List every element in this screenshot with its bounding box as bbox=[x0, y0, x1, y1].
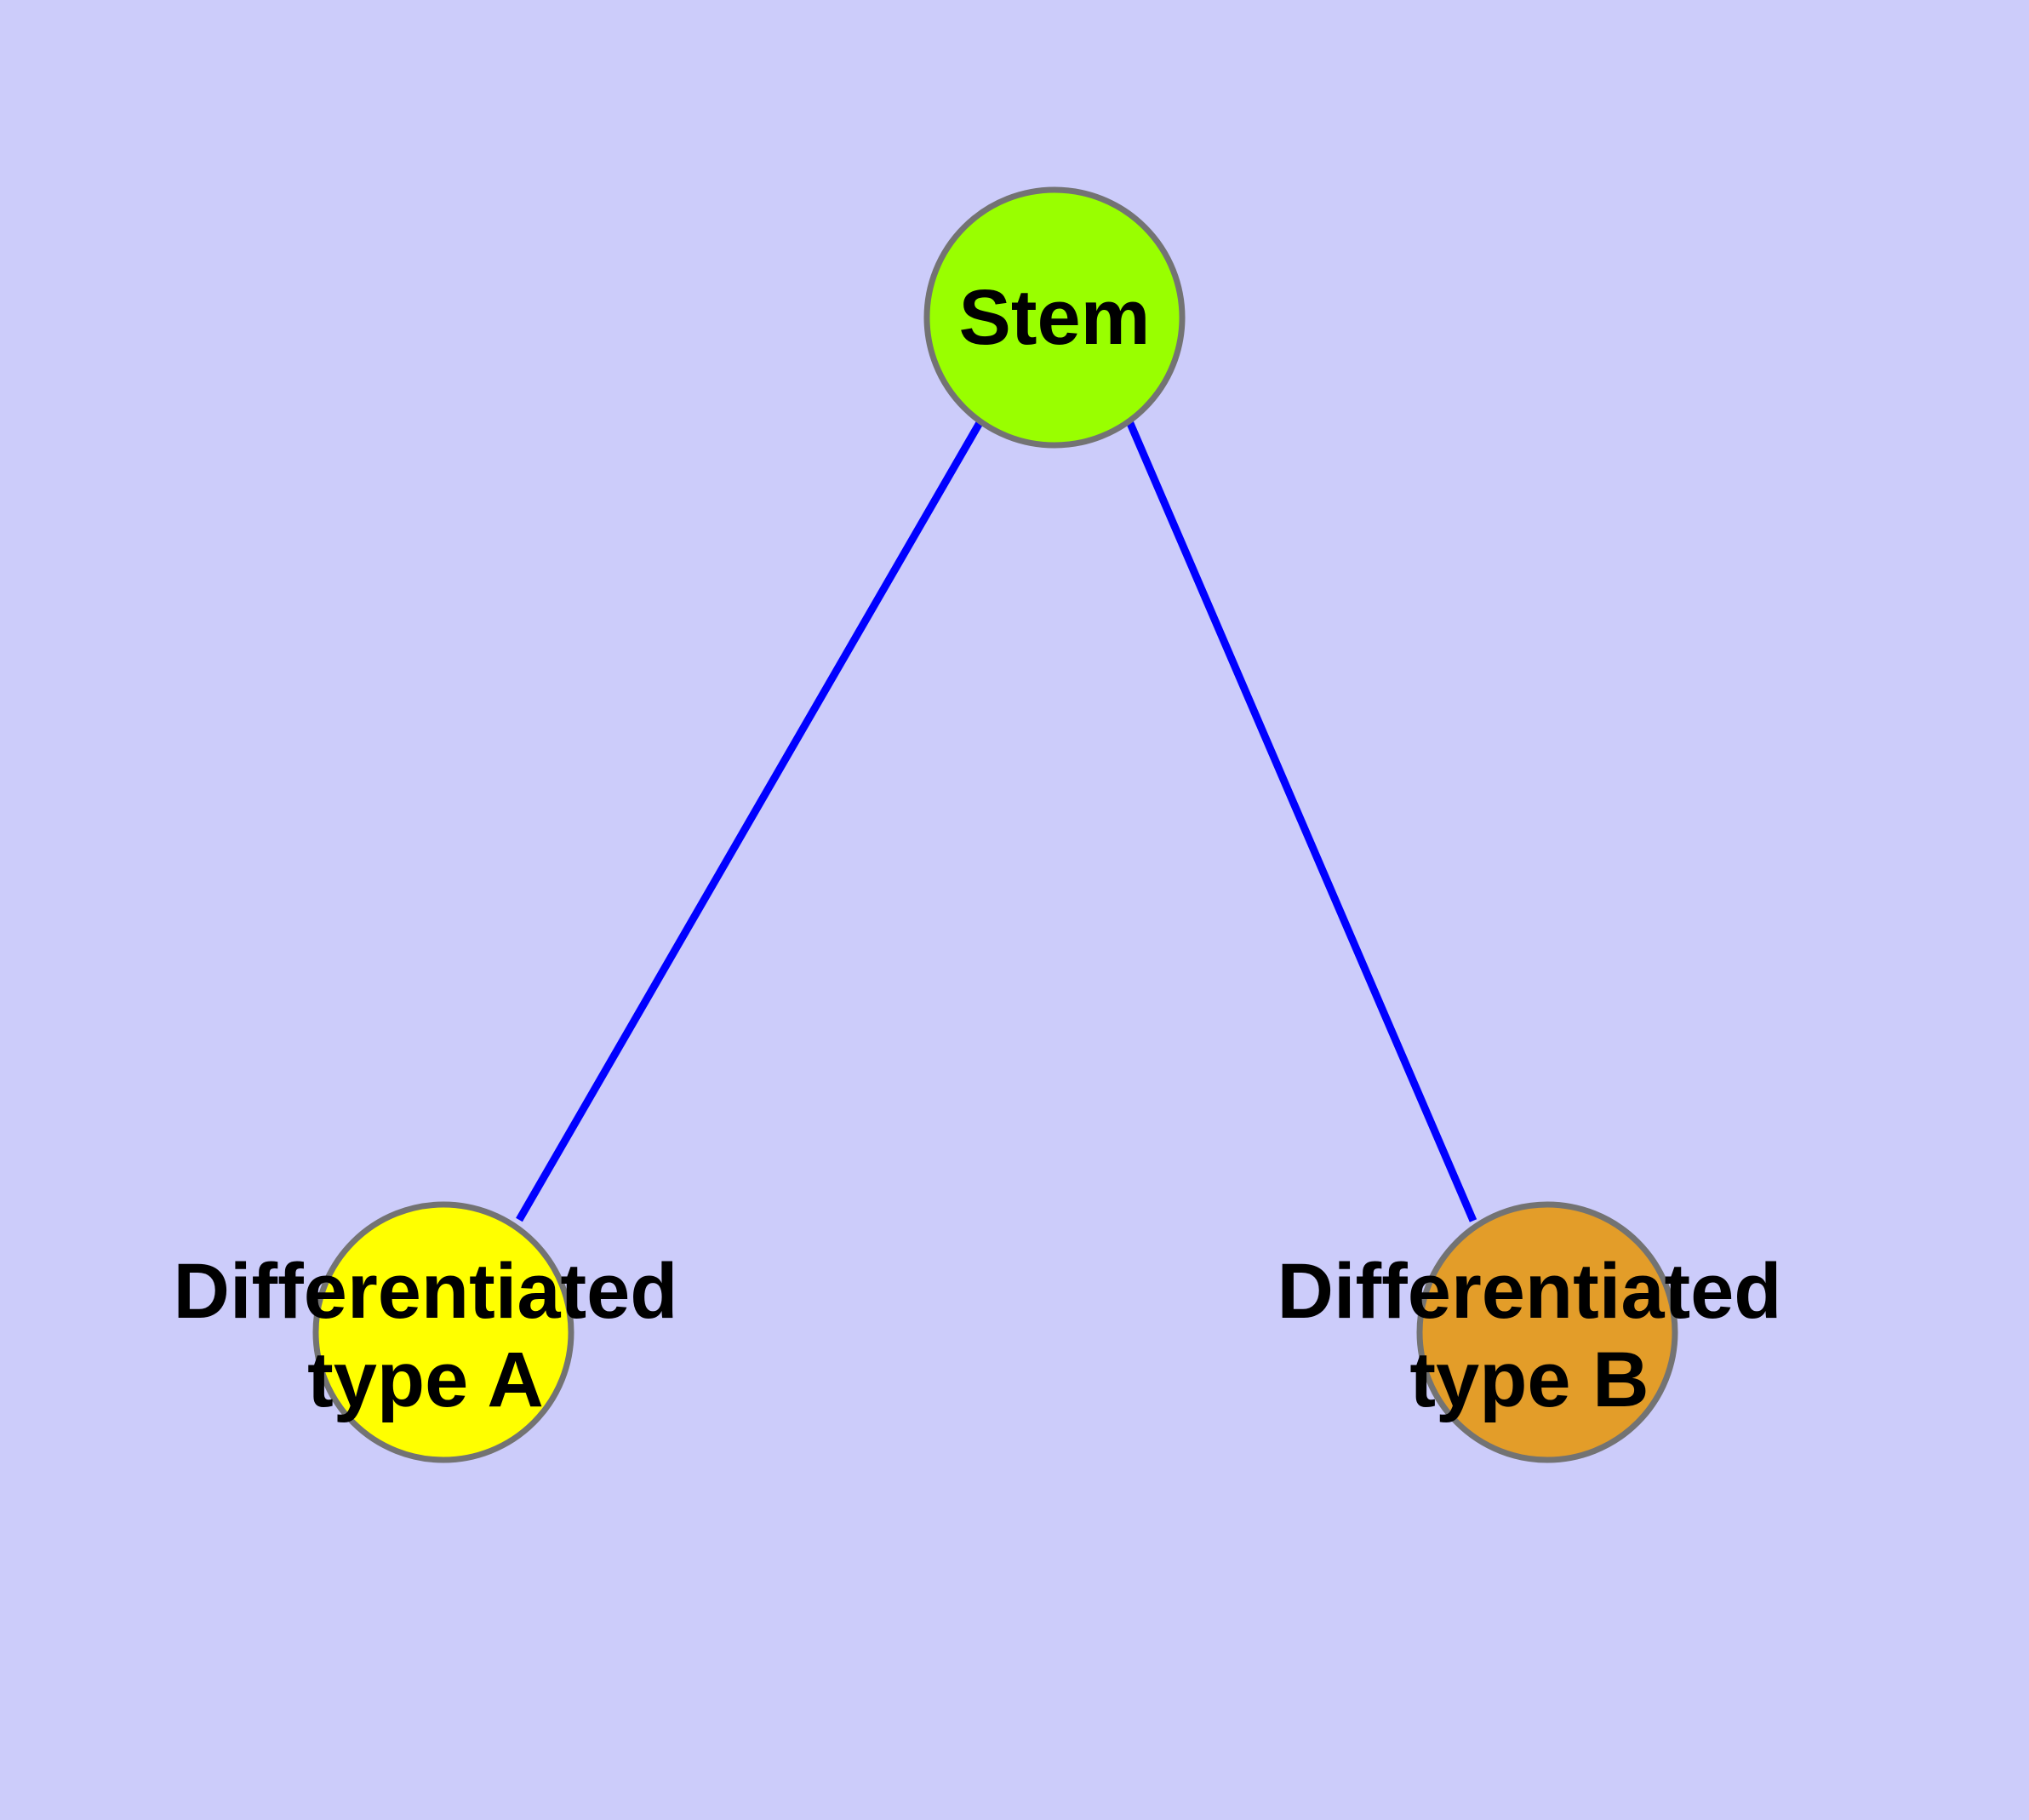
graph-edge[interactable] bbox=[516, 419, 984, 1222]
label-line: type A bbox=[307, 1336, 544, 1423]
label-line: type B bbox=[1409, 1336, 1649, 1423]
graph-node-diff_b[interactable] bbox=[1416, 1201, 1678, 1463]
graph-node-stem[interactable] bbox=[923, 186, 1186, 449]
label-line: Differentiated bbox=[1277, 1248, 1782, 1335]
graph-node-label-stem: Stem bbox=[959, 274, 1151, 361]
graph-edge[interactable] bbox=[1125, 420, 1477, 1222]
edges-layer bbox=[516, 419, 1477, 1222]
label-line: Stem bbox=[959, 274, 1151, 361]
graph-node-diff_a[interactable] bbox=[312, 1201, 574, 1463]
label-line: Differentiated bbox=[174, 1248, 678, 1335]
nodes-layer bbox=[312, 186, 1678, 1463]
